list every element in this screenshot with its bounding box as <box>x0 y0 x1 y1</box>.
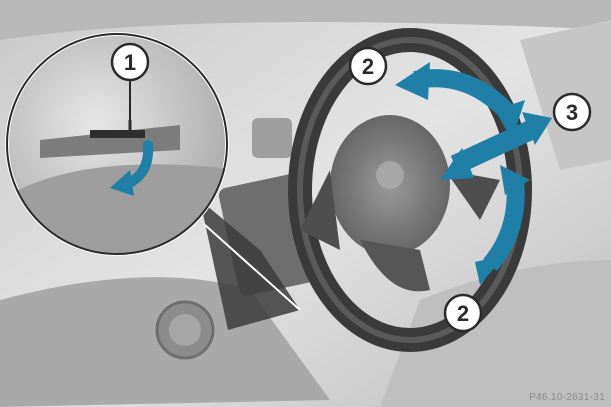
callout-1-label: 1 <box>124 50 136 75</box>
ignition-center <box>169 314 201 346</box>
callout-2-bottom-label: 2 <box>457 301 469 326</box>
callout-3-label: 3 <box>566 100 578 125</box>
steering-emblem <box>376 161 404 189</box>
figure-reference-code: P46.10-2631-31 <box>529 392 605 403</box>
callout-2-top-label: 2 <box>362 54 374 79</box>
callout-2-bottom: 2 <box>445 295 481 331</box>
instrument-stub <box>252 118 292 158</box>
column-lever <box>90 130 145 138</box>
callout-3: 3 <box>554 94 590 130</box>
callout-1: 1 <box>112 44 148 80</box>
callout-2-top: 2 <box>350 48 386 84</box>
